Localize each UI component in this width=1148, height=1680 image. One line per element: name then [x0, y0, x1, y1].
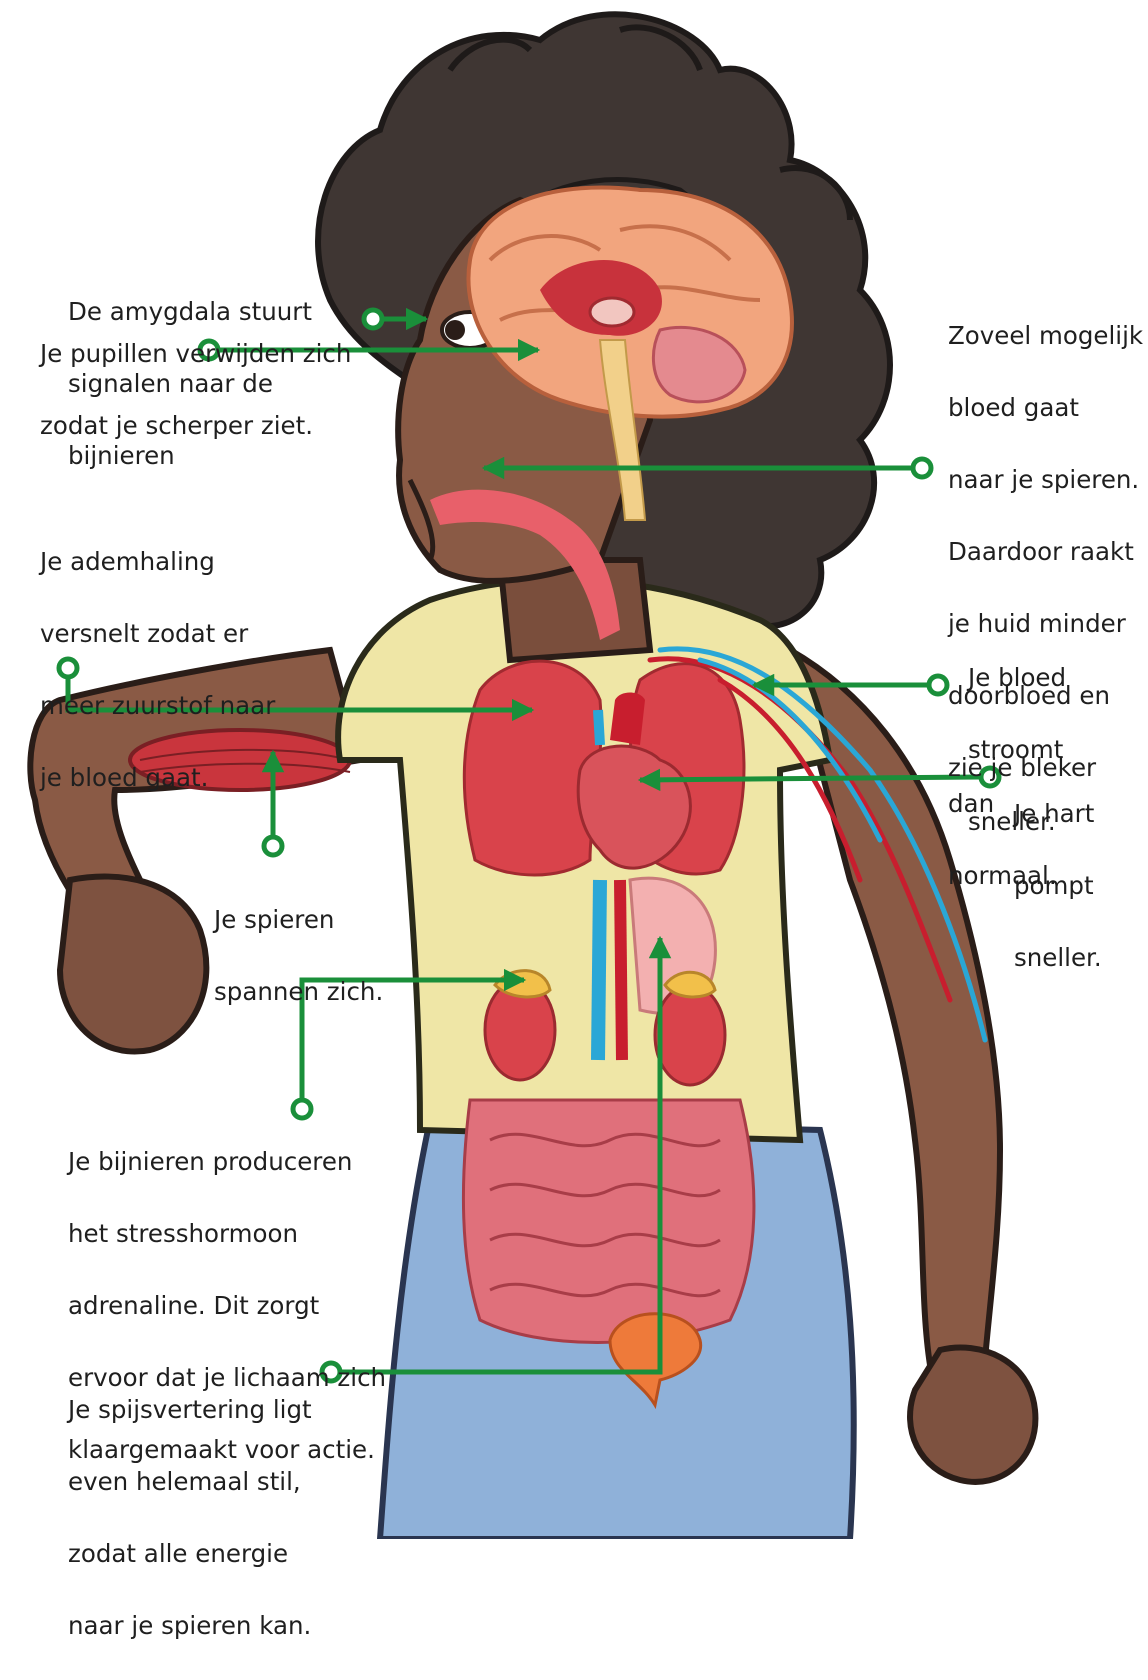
- label-muscles: Je spieren spannen zich.: [214, 866, 383, 1046]
- label-digestion: Je spijsvertering ligt even helemaal sti…: [68, 1356, 312, 1680]
- connector-blood-dot: [929, 676, 947, 694]
- connector-heart: [640, 777, 981, 780]
- label-breathing: Je ademhaling versnelt zodat er meer zuu…: [40, 508, 275, 832]
- connector-pupils-dot: [364, 310, 382, 328]
- intestines-graphic: [463, 1100, 754, 1343]
- label-heart: Je hart pompt sneller.: [1014, 760, 1102, 1012]
- connector-muscles-dot: [264, 837, 282, 855]
- label-pupils: Je pupillen verwijden zich zodat je sche…: [40, 300, 351, 480]
- connector-skin-dot: [913, 459, 931, 477]
